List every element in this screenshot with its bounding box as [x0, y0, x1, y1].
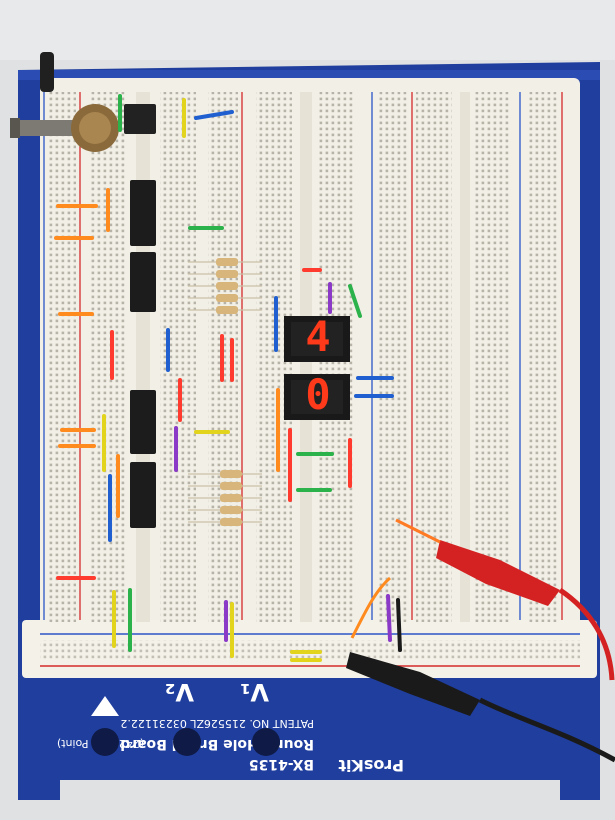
red-test-lead [395, 518, 615, 681]
seven-segment-display-top [284, 316, 350, 362]
digit-top: 4 [305, 312, 331, 361]
seven-segment-display-bottom [284, 374, 350, 420]
board-name-label: Round Hole Bread Board [120, 736, 314, 752]
ground-icon [91, 696, 119, 716]
digit-bottom: 0 [305, 370, 331, 419]
ic-chips [124, 104, 156, 528]
brand-label: ProsKit [338, 756, 404, 775]
terminal-holes [91, 696, 280, 756]
terminal-v1-label: V₁ [240, 678, 269, 706]
model-label: BX-4135 [249, 756, 314, 772]
terminal-v2-label: V₂ [165, 678, 194, 706]
breadboard [22, 78, 597, 678]
patent-line-1: PATENT NO. 215526 [204, 717, 314, 730]
jumper-wires [54, 94, 402, 662]
potentiometer [10, 52, 119, 152]
patent-line-2: ZL 03231122.2 [120, 717, 204, 730]
resistor-bank-lower [188, 470, 262, 526]
black-test-lead [346, 576, 615, 763]
resistor-bank-upper [188, 258, 262, 314]
